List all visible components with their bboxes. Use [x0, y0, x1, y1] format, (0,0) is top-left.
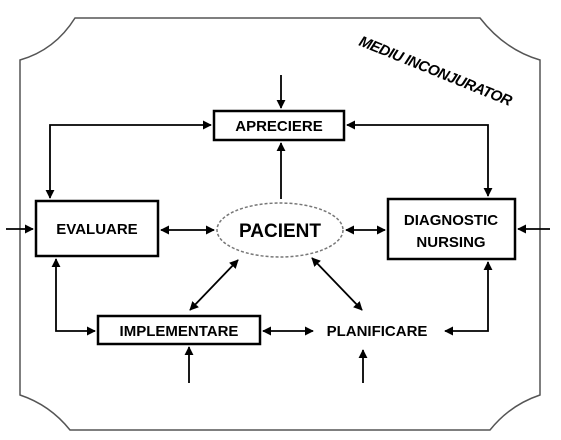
- pacient-label: PACIENT: [239, 221, 321, 242]
- arrow-pacient-planificare: [311, 257, 363, 311]
- arrow-pacient-implementare: [189, 259, 239, 311]
- arrow-diagnostic-planificare: [444, 261, 493, 336]
- diagnostic-label-line1: DIAGNOSTIC: [404, 212, 498, 229]
- arrow-apreciere-diagnostic: [346, 120, 493, 197]
- planificare-label: PLANIFICARE: [327, 323, 428, 340]
- implementare-label: IMPLEMENTARE: [120, 323, 239, 340]
- apreciere-label: APRECIERE: [235, 118, 323, 135]
- arrow-evaluare-implementare: [51, 258, 96, 336]
- apreciere-box: [212, 109, 346, 142]
- arrow-apreciere-evaluare: [45, 120, 212, 199]
- evaluare-box: [34, 199, 160, 258]
- diagnostic-label-line2: NURSING: [416, 234, 485, 251]
- evaluare-label: EVALUARE: [56, 221, 137, 238]
- pacient-ellipse: [216, 202, 344, 258]
- diagnostic-nursing-box: [386, 197, 517, 261]
- implementare-box: [96, 314, 262, 346]
